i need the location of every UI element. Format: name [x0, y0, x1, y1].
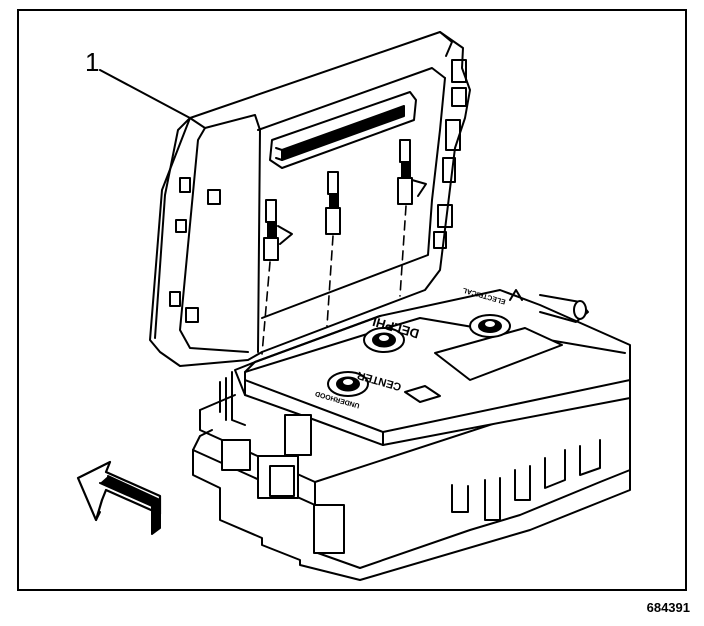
direction-arrow: [76, 460, 162, 535]
body-control-module: [149, 31, 471, 367]
terminal-stack-middle: [325, 171, 341, 235]
alignment-dashed-lines: [261, 205, 407, 355]
underhood-electrical-center: [192, 289, 631, 581]
callout-number-1: 1: [85, 47, 100, 77]
figure-number: 684391: [646, 600, 690, 615]
callout-leader-line: [99, 69, 191, 119]
terminal-stack-left: [263, 199, 293, 261]
figure-border: [17, 9, 687, 591]
terminal-stack-right: [397, 139, 427, 205]
